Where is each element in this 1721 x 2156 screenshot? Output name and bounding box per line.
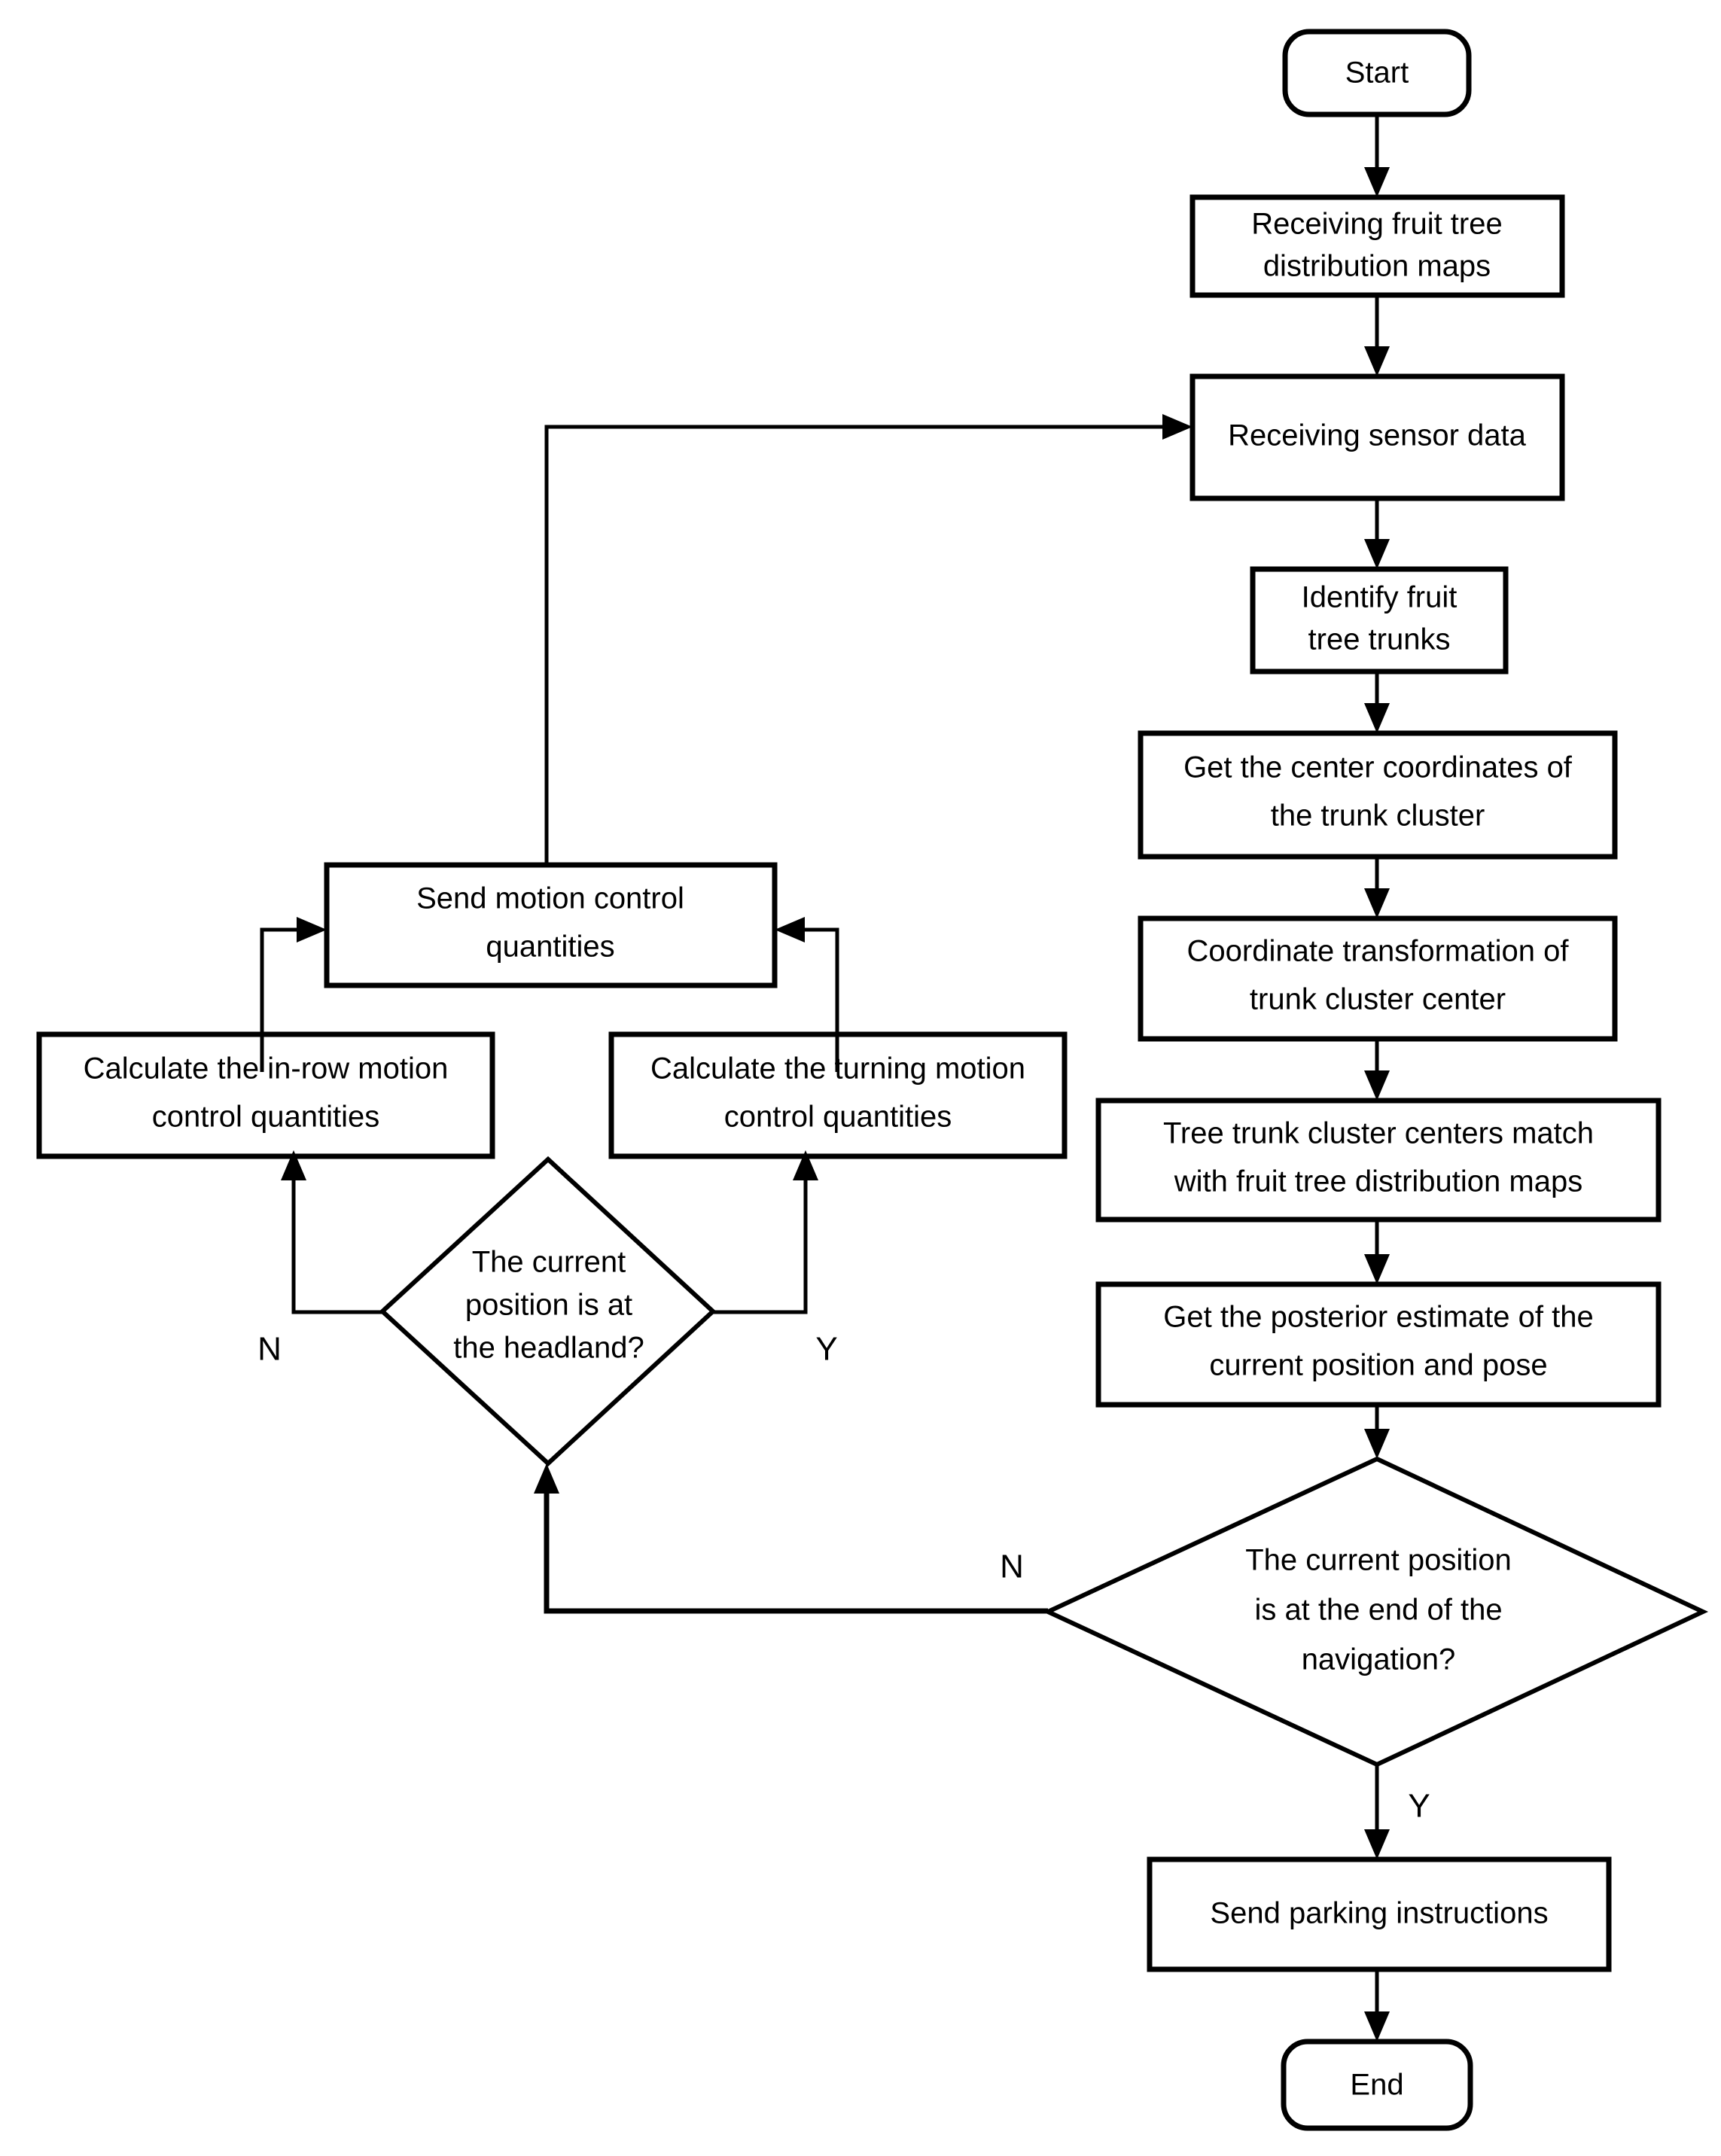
node-nav-decision-line1: The current position [1245,1544,1512,1577]
node-posterior-line2: current position and pose [1209,1349,1547,1382]
branch-label-nav-end-yes: Y [1408,1788,1430,1825]
node-send-parking-line1: Send parking instructions [1210,1897,1548,1930]
node-send-motion[interactable]: Send motion control quantities [324,862,778,988]
node-nav-end-decision[interactable]: The current position is at the end of th… [1042,1456,1709,1768]
node-in-row-calc[interactable]: Calculate the in-row motion control quan… [36,1031,495,1159]
node-receive-sensor-line1: Receiving sensor data [1228,419,1527,452]
node-start[interactable]: Start [1282,29,1472,117]
node-center-coords-line1: Get the center coordinates of [1183,751,1573,784]
node-headland-decision[interactable]: The current position is at the headland? [379,1156,717,1467]
node-coord-transform-line2: trunk cluster center [1250,983,1506,1016]
edge-identify-trunks-to-center-coords [1364,671,1390,733]
edge-receive-maps-to-receive-sensor [1364,295,1390,376]
node-headland-line1: The current [472,1246,626,1279]
node-send-motion-line2: quantities [486,930,614,964]
node-end-label: End [1350,2069,1403,2102]
edge-headland-no-to-in-row [281,1150,382,1314]
node-headland-line2: position is at [465,1289,632,1322]
edge-receive-sensor-to-identify-trunks [1364,498,1390,569]
edge-start-to-receive-maps [1364,114,1390,197]
edge-match-maps-to-posterior [1364,1220,1390,1284]
edge-nav-decision-no-to-headland [534,1463,1048,1614]
node-nav-decision-line3: navigation? [1302,1643,1456,1676]
edge-headland-yes-to-turning [713,1150,818,1314]
edge-send-parking-to-end [1364,1969,1390,2042]
node-identify-trunks[interactable]: Identify fruit tree trunks [1250,566,1509,675]
node-turning-calc[interactable]: Calculate the turning motion control qua… [608,1031,1068,1159]
edge-posterior-to-nav-decision [1364,1405,1390,1459]
edge-coord-transform-to-match-maps [1364,1039,1390,1101]
node-receive-maps-line2: distribution maps [1263,250,1491,283]
edge-in-row-to-send-motion [260,917,327,1072]
node-match-maps-line1: Tree trunk cluster centers match [1163,1117,1594,1150]
edge-turning-to-send-motion [775,917,839,1072]
branch-label-nav-end-no: N [1000,1548,1024,1585]
branch-label-headland-yes: Y [815,1331,837,1368]
node-turning-line1: Calculate the turning motion [650,1052,1025,1086]
node-identify-trunks-line1: Identify fruit [1302,581,1458,614]
node-end[interactable]: End [1281,2039,1473,2131]
node-receive-sensor[interactable]: Receiving sensor data [1189,373,1565,501]
node-center-coords-line2: the trunk cluster [1271,799,1485,833]
branch-label-headland-no: N [257,1331,282,1368]
node-match-maps[interactable]: Tree trunk cluster centers match with fr… [1095,1098,1662,1223]
node-posterior-estimate[interactable]: Get the posterior estimate of the curren… [1095,1281,1662,1408]
node-start-label: Start [1345,56,1409,90]
node-center-coords[interactable]: Get the center coordinates of the trunk … [1138,730,1618,860]
node-receive-maps[interactable]: Receiving fruit tree distribution maps [1189,194,1565,298]
edge-send-motion-to-receive-sensor [544,414,1193,865]
node-in-row-line2: control quantities [152,1101,379,1134]
node-coord-transform-line1: Coordinate transformation of [1187,935,1570,968]
edge-nav-decision-yes-to-send-parking [1364,1765,1390,1859]
node-in-row-line1: Calculate the in-row motion [84,1052,449,1086]
node-headland-line3: the headland? [453,1332,644,1365]
node-identify-trunks-line2: tree trunks [1308,623,1451,656]
node-turning-line2: control quantities [724,1101,952,1134]
node-posterior-line1: Get the posterior estimate of the [1163,1301,1593,1334]
node-coord-transform[interactable]: Coordinate transformation of trunk clust… [1138,915,1618,1042]
node-send-parking[interactable]: Send parking instructions [1147,1856,1612,1972]
node-receive-maps-line1: Receiving fruit tree [1251,208,1502,241]
edge-center-coords-to-coord-transform [1364,857,1390,918]
node-send-motion-line1: Send motion control [416,882,684,915]
node-nav-decision-line2: is at the end of the [1254,1594,1502,1627]
node-match-maps-line2: with fruit tree distribution maps [1174,1165,1582,1198]
